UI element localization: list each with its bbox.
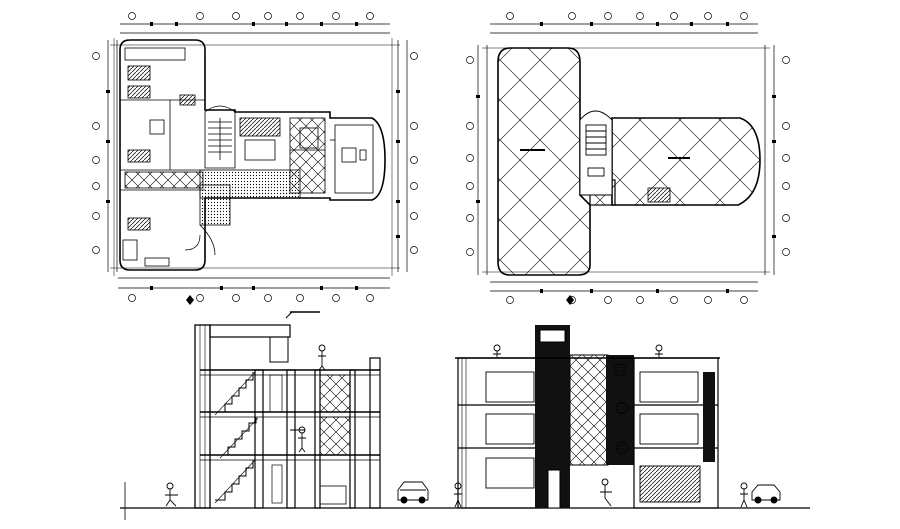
floor-plan-center xyxy=(199,117,326,256)
elevation-plants xyxy=(613,363,629,455)
elevation-left-windows xyxy=(458,371,540,489)
section-columns xyxy=(254,357,381,509)
front-elevation xyxy=(440,325,810,509)
section-figures xyxy=(165,344,326,507)
roof-plan-outline xyxy=(497,47,591,276)
building-section xyxy=(120,311,440,520)
elevation-car xyxy=(751,484,781,504)
floor-plan xyxy=(92,12,418,305)
floor-plan-outline xyxy=(119,39,386,271)
roof-plan-stair-tower xyxy=(579,110,613,196)
section-floor-slabs xyxy=(200,369,380,461)
roof-plan-ticks xyxy=(476,22,776,293)
floor-plan-ticks xyxy=(106,22,400,290)
section-stairs xyxy=(214,371,259,504)
floor-plan-left-wing xyxy=(120,47,205,267)
floor-plan-stair xyxy=(204,105,236,169)
floor-plan-dimensions xyxy=(107,23,408,289)
elevation-stair-tower xyxy=(535,325,634,509)
elevation-figures xyxy=(454,344,748,508)
roof-plan-grid-bubbles xyxy=(466,12,790,304)
elevation-right-windows xyxy=(634,371,718,503)
roof-plan-right-wing xyxy=(611,117,761,206)
section-car xyxy=(397,481,429,504)
floor-plan-right-room xyxy=(330,124,374,194)
roof-plan xyxy=(466,12,790,305)
floor-plan-grid-bubbles xyxy=(92,12,418,302)
